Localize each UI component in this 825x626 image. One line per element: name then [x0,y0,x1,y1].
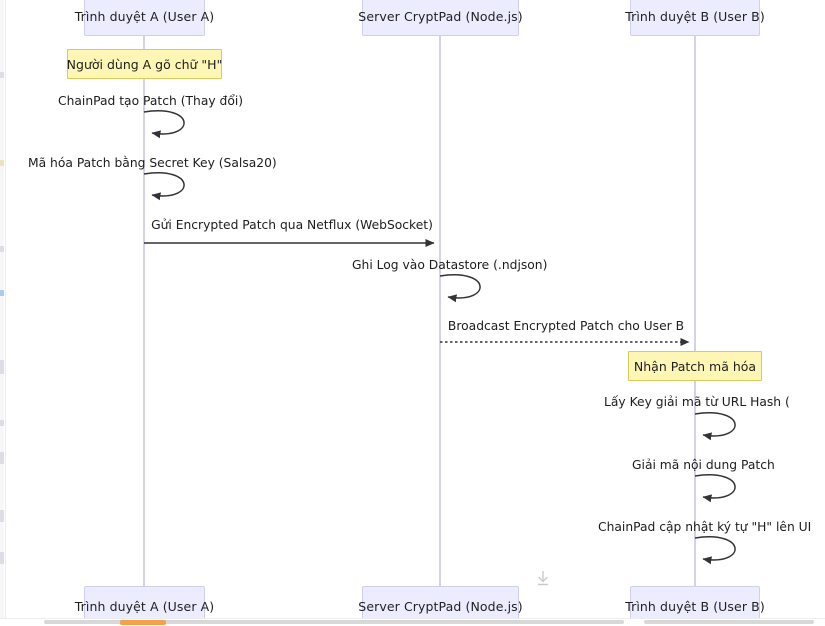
message-label-m5: Broadcast Encrypted Patch cho User B [448,320,684,332]
note-text: Người dùng A gõ chữ "H" [66,56,223,72]
participant-label: Trình duyệt A (User A) [74,598,215,614]
message-m8-self-loop [694,536,736,565]
message-label-m8: ChainPad cập nhật ký tự "H" lên UI [598,521,811,533]
message-label-m7: Giải mã nội dung Patch [632,459,775,471]
message-text: Lấy Key giải mã từ URL Hash ( [604,395,790,409]
message-label-m2: Mã hóa Patch bằng Secret Key (Salsa20) [28,157,277,169]
left-panel-edge-sliver [0,0,6,618]
participant-label: Server CryptPad (Node.js) [358,8,523,24]
message-text: ChainPad cập nhật ký tự "H" lên UI [598,520,812,534]
message-label-m4: Ghi Log vào Datastore (.ndjson) [352,259,547,271]
message-text: Giải mã nội dung Patch [632,458,775,472]
message-m7-self-loop [694,474,736,503]
message-text: Broadcast Encrypted Patch cho User B [447,319,685,333]
scrollbar-thumb[interactable] [120,620,166,625]
participant-label: Trình duyệt A (User A) [74,8,215,24]
message-m1-self-loop [143,110,185,139]
note-text: Nhận Patch mã hóa [633,358,757,374]
participant-box-top-userB[interactable]: Trình duyệt B (User B) [625,0,765,36]
message-m6-self-loop [694,412,736,441]
participant-label: Trình duyệt B (User B) [625,598,765,614]
message-text: Mã hóa Patch bằng Secret Key (Salsa20) [28,156,277,170]
participant-label: Trình duyệt B (User B) [625,8,765,24]
note-receive-patch[interactable]: Nhận Patch mã hóa [628,351,762,381]
participant-box-top-server[interactable]: Server CryptPad (Node.js) [358,0,523,36]
note-user-a-types[interactable]: Người dùng A gõ chữ "H" [67,49,222,79]
message-text: Gửi Encrypted Patch qua Netflux (WebSock… [151,218,433,232]
message-text: Ghi Log vào Datastore (.ndjson) [352,258,548,272]
message-label-m6: Lấy Key giải mã từ URL Hash ( [604,396,790,408]
horizontal-scrollbar[interactable] [0,618,825,626]
participant-box-top-userA[interactable]: Trình duyệt A (User A) [75,0,214,36]
message-label-m3: Gửi Encrypted Patch qua Netflux (WebSock… [151,219,433,231]
download-icon[interactable] [533,568,553,588]
participant-label: Server CryptPad (Node.js) [358,598,523,614]
lifelines [143,36,696,590]
message-text: ChainPad tạo Patch (Thay đổi) [58,94,244,108]
scrollbar-track-segment-left [44,620,624,624]
message-m2-self-loop [143,172,185,201]
scrollbar-track-segment-right [644,620,814,624]
message-m4-self-loop [439,274,481,303]
message-label-m1: ChainPad tạo Patch (Thay đổi) [58,95,243,107]
